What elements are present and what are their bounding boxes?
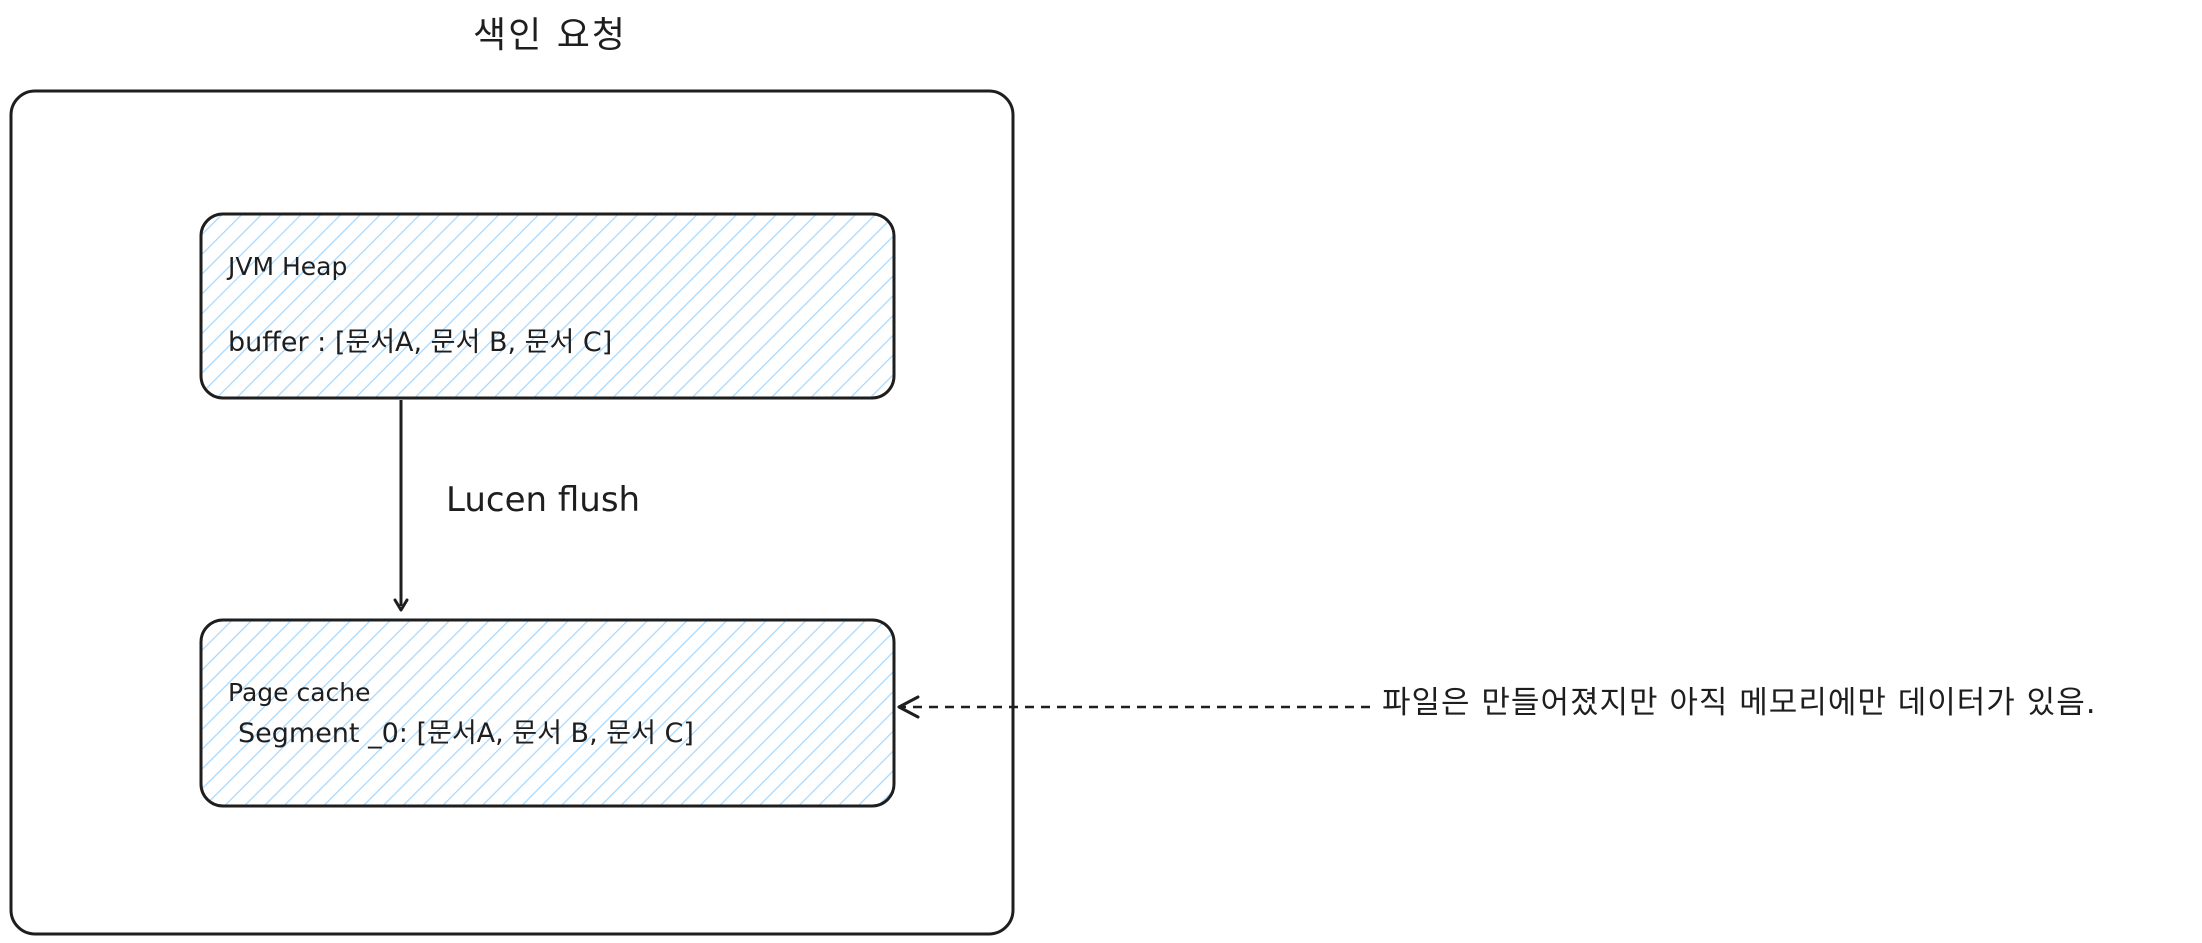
jvm-heap-title: JVM Heap — [228, 252, 348, 281]
page-cache-box — [199, 618, 896, 808]
jvm-heap-box — [199, 212, 896, 400]
outer-container — [9, 89, 1015, 936]
memory-note: 파일은 만들어졌지만 아직 메모리에만 데이터가 있음. — [1382, 685, 2097, 721]
page-cache-segment-line: Segment _0: [문서A, 문서 B, 문서 C] — [238, 718, 694, 749]
flush-label: Lucen flush — [446, 480, 641, 520]
page-cache-title: Page cache — [228, 678, 371, 707]
diagram-title: 색인 요청 — [473, 15, 627, 56]
note-arrowhead — [897, 695, 920, 719]
jvm-heap-buffer-line: buffer : [문서A, 문서 B, 문서 C] — [228, 327, 613, 358]
